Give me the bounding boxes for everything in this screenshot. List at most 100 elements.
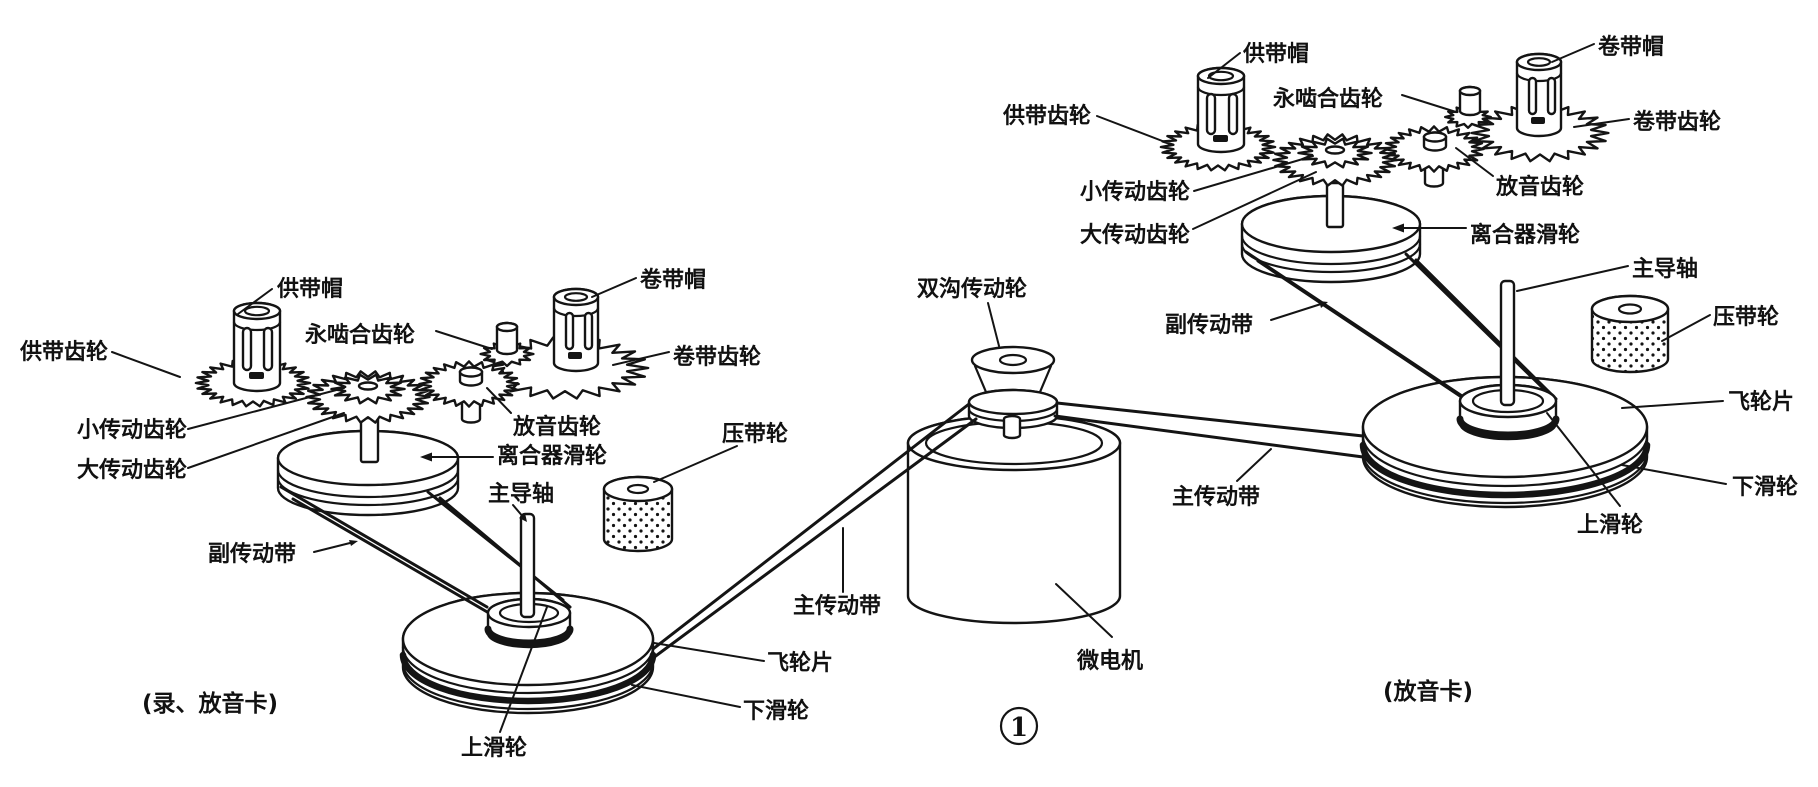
leader — [1516, 265, 1629, 292]
leader — [591, 277, 637, 298]
left-pinch-roller — [602, 475, 674, 553]
label-takeup-cap-left: 卷带帽 — [639, 267, 706, 293]
label-small-drive-gear-right: 小传动齿轮 — [1080, 179, 1190, 205]
arrowhead — [349, 540, 358, 546]
cap-collar — [552, 306, 600, 318]
cap-slot — [1205, 92, 1217, 136]
arrowhead — [519, 513, 527, 522]
leader — [1661, 314, 1711, 342]
roller-top — [1590, 294, 1670, 324]
right-clutch-pulley — [1240, 194, 1422, 284]
belt-line — [1404, 252, 1550, 395]
label-double-groove-wheel: 双沟传动轮 — [917, 276, 1027, 302]
label-small-drive-gear-left: 小传动齿轮 — [77, 417, 187, 443]
label-upper-pulley-right: 上滑轮 — [1577, 512, 1643, 538]
left-permanent-mesh-gear — [479, 321, 535, 368]
leader — [653, 445, 738, 483]
cap-top — [1515, 52, 1563, 72]
label-pinch-roller-left: 压带轮 — [722, 421, 788, 447]
arrowhead — [420, 452, 432, 462]
label-main-drive-belt-center: 主传动带 — [1172, 485, 1260, 510]
leader — [1573, 118, 1630, 128]
label-takeup-gear-right: 卷带齿轮 — [1632, 109, 1721, 135]
leader — [1236, 448, 1272, 482]
left-capstan-rod — [519, 512, 536, 619]
pin-top — [495, 321, 519, 333]
left-supply-gear — [194, 301, 312, 408]
hub-top — [458, 366, 484, 378]
cap-top — [552, 287, 600, 307]
cap-slot — [1546, 76, 1557, 116]
label-permanent-mesh-gear-right: 永啮合齿轮 — [1273, 86, 1383, 112]
belt-line — [438, 496, 572, 609]
leader — [653, 642, 765, 662]
cap-mark — [1531, 117, 1545, 124]
right-supply-gear — [1159, 66, 1277, 172]
right-takeup-gear — [1470, 52, 1610, 163]
label-supply-gear-right: 供带齿轮 — [1002, 103, 1091, 129]
label-clutch-pulley-left: 离合器滑轮 — [497, 443, 607, 469]
leader — [1621, 400, 1724, 409]
left-sub-drive-belt — [279, 485, 572, 622]
leader — [1096, 115, 1166, 143]
right-permanent-mesh-gear — [1444, 85, 1492, 129]
label-flywheel-plate-right: 飞轮片 — [1728, 389, 1794, 415]
label-upper-pulley-left: 上滑轮 — [461, 735, 527, 761]
label-micro-motor: 微电机 — [1076, 648, 1143, 674]
leader-arrow — [1270, 303, 1322, 321]
spool-side — [1038, 364, 1053, 394]
left-gear-cluster — [305, 370, 431, 424]
figure-number-text: 1 — [1010, 713, 1028, 743]
gear-shaft — [359, 416, 380, 464]
label-takeup-gear-left: 卷带齿轮 — [672, 344, 761, 370]
cap-hole — [563, 292, 589, 302]
label-supply-gear-left: 供带齿轮 — [19, 339, 108, 365]
cap-slot — [564, 311, 575, 351]
leader — [1055, 583, 1113, 638]
spool-top — [970, 345, 1056, 375]
leader — [435, 330, 493, 350]
label-capstan-right: 主导轴 — [1632, 256, 1698, 282]
cap-slot — [583, 311, 594, 351]
right-gear-cluster — [1272, 133, 1398, 187]
cap-mark — [249, 372, 264, 379]
leader — [499, 606, 548, 733]
leader — [1551, 43, 1595, 63]
leader — [1207, 52, 1241, 79]
belt-line — [1055, 401, 1365, 438]
label-clutch-pulley-right: 离合器滑轮 — [1470, 222, 1580, 248]
label-lower-pulley-right: 下滑轮 — [1732, 474, 1798, 500]
left-deck — [194, 287, 674, 715]
cap-mark — [568, 352, 582, 359]
belt-line — [651, 402, 971, 651]
right-capstan-rod — [1499, 279, 1516, 407]
cap-slot — [1527, 76, 1538, 116]
pin-top — [1458, 85, 1482, 97]
cap-slot — [241, 326, 253, 372]
leader-arrow — [313, 541, 355, 553]
left-upper-pulley — [484, 597, 574, 649]
gear-shaft — [1325, 181, 1345, 229]
motor-shaft-peg — [1002, 414, 1022, 440]
main-belt-wrap — [1359, 441, 1651, 499]
cap-mark — [1213, 135, 1228, 142]
leader — [486, 387, 512, 414]
right-playback-gear — [1383, 125, 1485, 188]
label-playback-gear-left: 放音齿轮 — [512, 414, 601, 440]
leader — [1621, 464, 1727, 485]
label-supply-cap-left: 供带帽 — [276, 276, 343, 302]
leader — [987, 302, 1000, 347]
label-main-drive-belt-left: 主传动带 — [793, 594, 881, 619]
roller-hole — [626, 483, 650, 495]
label-large-drive-gear-left: 大传动齿轮 — [77, 457, 187, 483]
belt-line — [279, 485, 489, 609]
main-belt-wrap — [399, 651, 657, 705]
leader — [612, 351, 670, 366]
figure-number-mark: 1 — [999, 706, 1039, 746]
cap-hole — [243, 305, 271, 317]
lower-pulley-rim — [401, 661, 655, 711]
label-sub-drive-belt-left: 副传动带 — [208, 542, 296, 567]
figure-number-circle — [999, 706, 1039, 746]
label-sub-drive-belt-right: 副传动带 — [1165, 313, 1253, 338]
